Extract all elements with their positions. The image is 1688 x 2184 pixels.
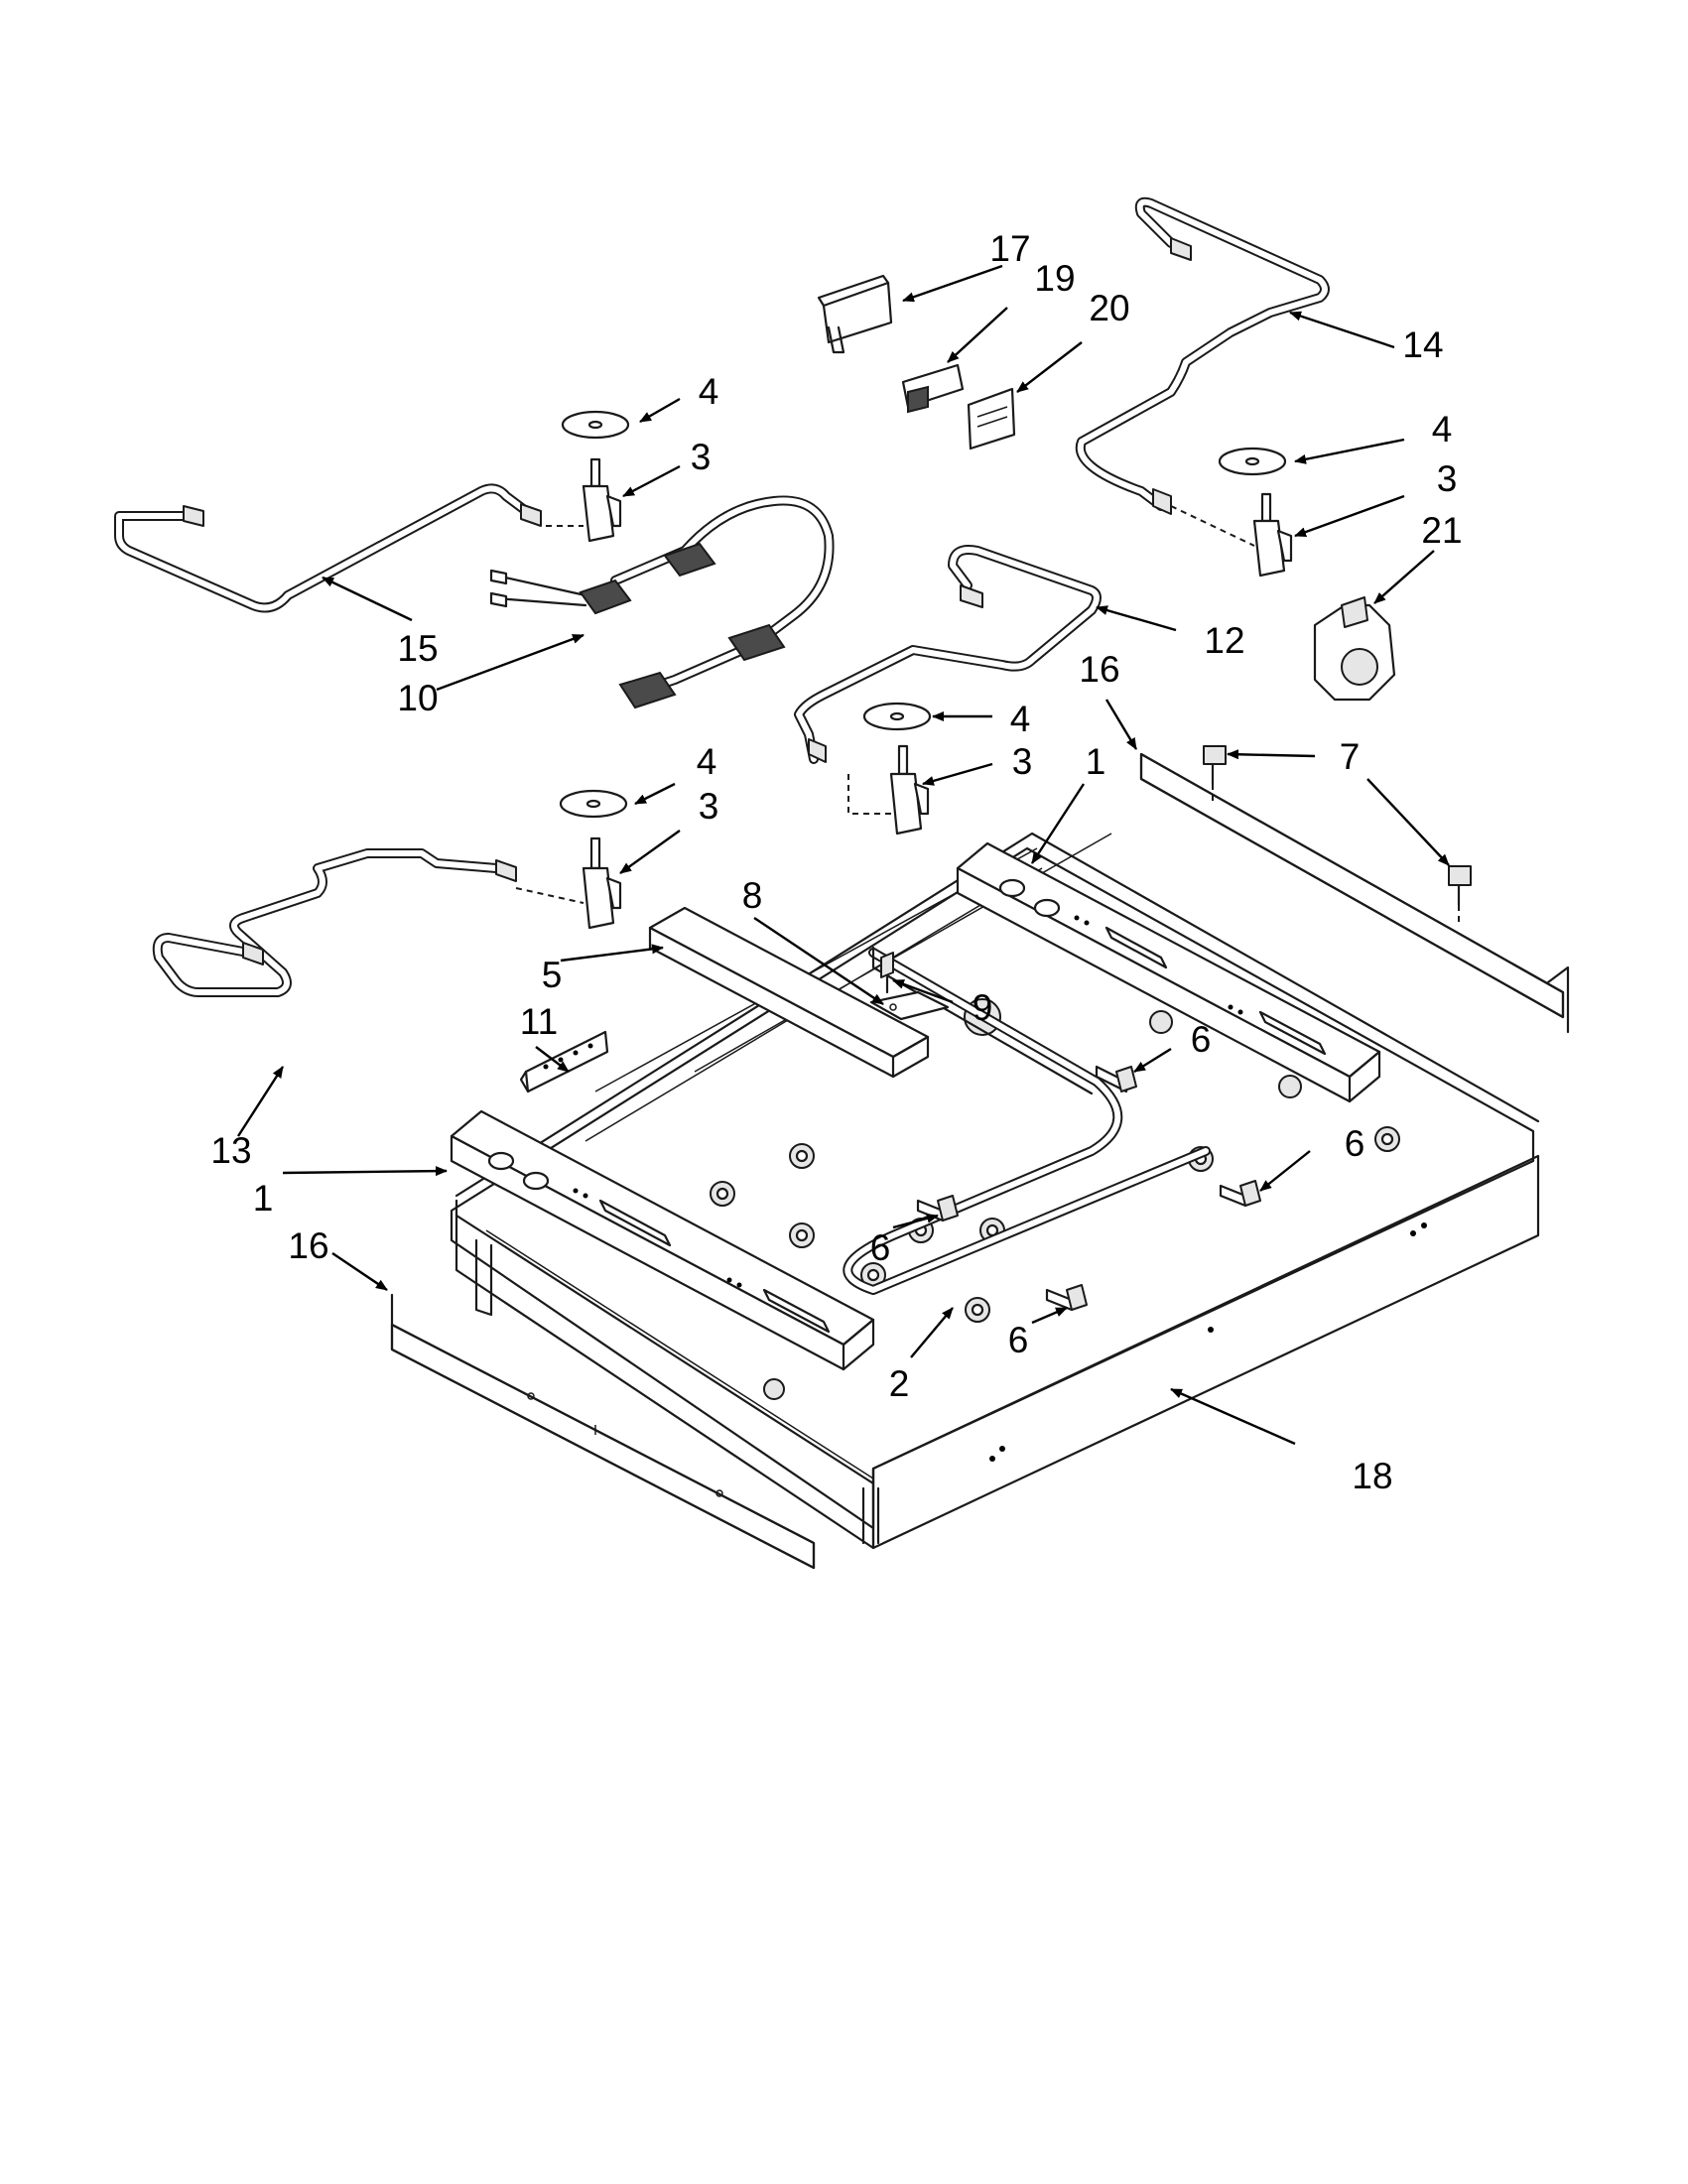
callout-6-upper-right: 6 [1191, 1019, 1212, 1060]
part-20-plate [967, 387, 1016, 450]
part-13-tube [152, 848, 517, 997]
callout-21: 21 [1421, 510, 1462, 551]
callout-16-right: 16 [1079, 649, 1119, 690]
callout-7: 7 [1340, 736, 1361, 777]
callout-19: 19 [1034, 258, 1075, 299]
part-21-regulator [1313, 596, 1396, 702]
part-12-tube [794, 545, 1102, 764]
callout-6-center: 6 [870, 1227, 891, 1268]
callout-4-middle: 4 [1010, 699, 1031, 739]
callout-9: 9 [973, 987, 993, 1028]
part-17-bracket [817, 274, 893, 354]
part-4-washers [559, 410, 1287, 819]
callout-16-left: 16 [288, 1225, 328, 1266]
callout-1-upper: 1 [1086, 741, 1106, 782]
part-16-trim-front [390, 1293, 816, 1570]
callout-3-middle: 3 [1012, 741, 1033, 782]
callout-14: 14 [1402, 324, 1443, 365]
part-9-screw [880, 952, 894, 994]
leader-arrows [236, 264, 1450, 1446]
callout-18: 18 [1352, 1456, 1392, 1496]
callout-15: 15 [397, 628, 438, 669]
callout-4-top-left: 4 [699, 371, 719, 412]
part-1-bracket-lower [450, 1109, 875, 1371]
callout-4-lower-left: 4 [697, 741, 717, 782]
part-5-channel [648, 906, 930, 1079]
part-7-screws [1203, 745, 1472, 925]
part-2-u-frame [843, 946, 1211, 1295]
part-19-igniter-module [901, 363, 965, 414]
callout-13: 13 [210, 1130, 251, 1171]
callout-3-top-left: 3 [691, 437, 712, 477]
callout-17: 17 [989, 228, 1030, 269]
callout-2: 2 [889, 1363, 910, 1404]
callout-8: 8 [742, 875, 763, 916]
callout-5: 5 [542, 955, 563, 995]
callout-11: 11 [520, 1001, 558, 1042]
part-3-valves [515, 457, 1293, 930]
callout-6-lower: 6 [1008, 1320, 1029, 1360]
callout-1-lower: 1 [253, 1178, 274, 1219]
callout-3-top-right: 3 [1437, 458, 1458, 499]
part-8-bracket [869, 990, 950, 1021]
part-15-tube [114, 483, 542, 613]
callout-10: 10 [397, 678, 438, 718]
part-14-tube [1075, 196, 1330, 515]
callout-labels: 17 19 20 14 4 3 15 10 4 3 21 12 16 7 4 3… [210, 228, 1462, 1496]
part-16-trim-rear [1139, 752, 1570, 1034]
callout-6-right: 6 [1345, 1123, 1365, 1164]
callout-4-top-right: 4 [1432, 409, 1453, 450]
part-1-bracket-upper [956, 841, 1381, 1103]
callout-20: 20 [1089, 288, 1129, 328]
callout-3-lower-left: 3 [699, 786, 719, 827]
part-10-wire-harness [489, 495, 835, 709]
callout-12: 12 [1204, 620, 1244, 661]
